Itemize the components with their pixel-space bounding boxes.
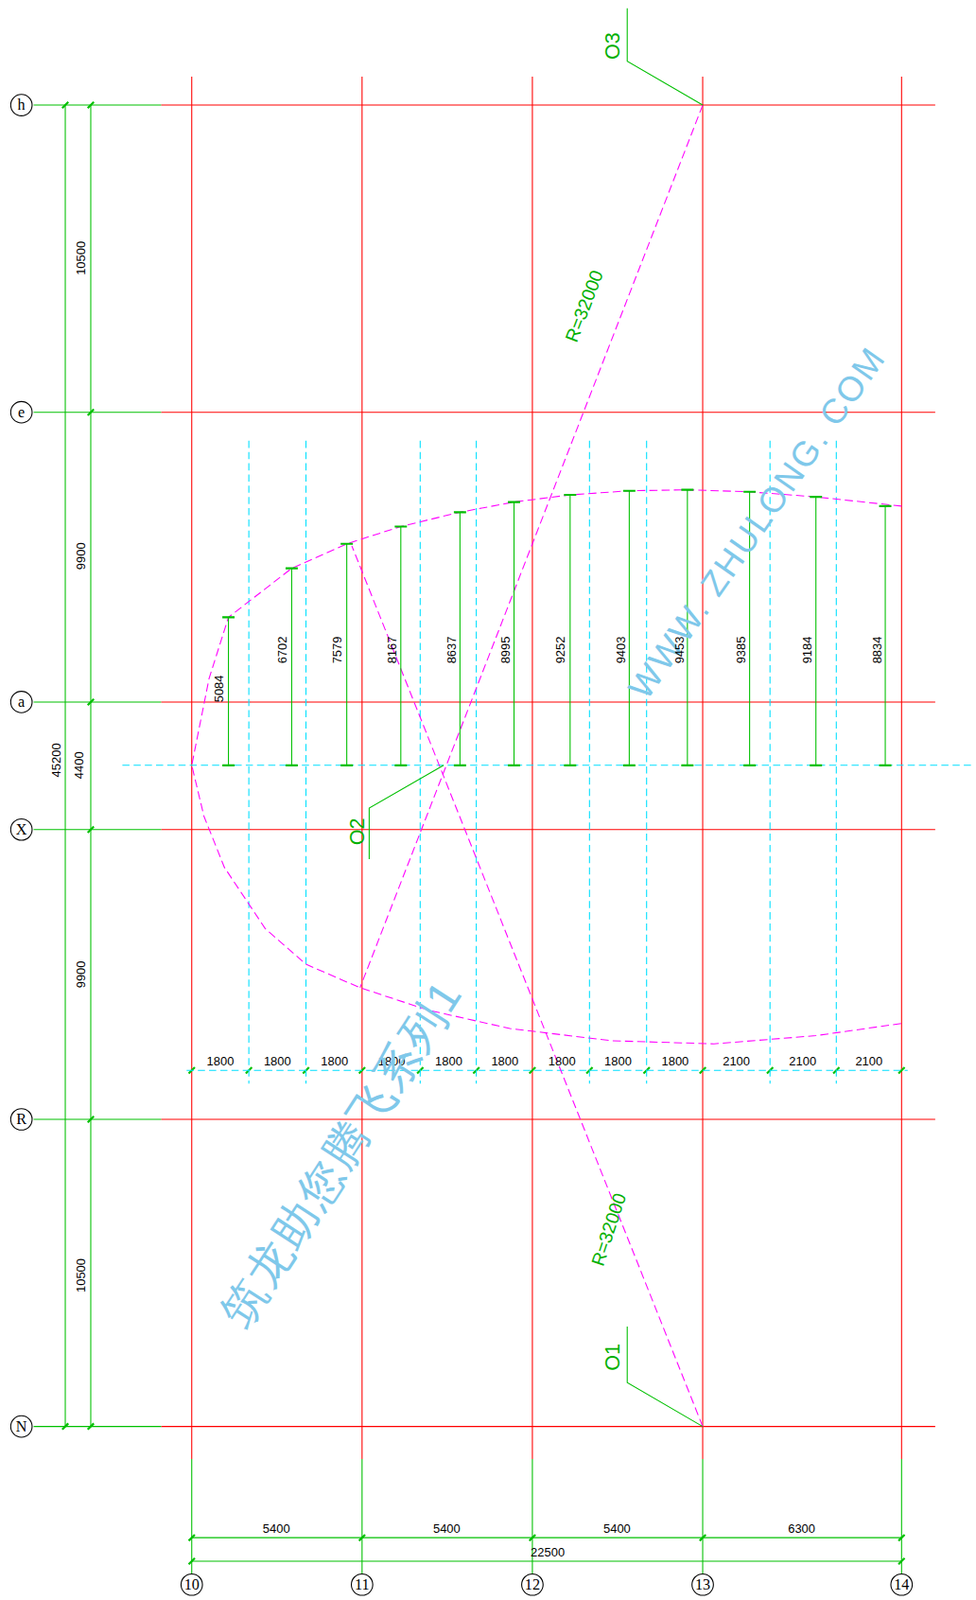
axis-bubble: N: [10, 1414, 34, 1438]
axis-label: N: [16, 1418, 28, 1434]
axis-bubble: 14: [889, 1572, 913, 1596]
dimension-ticks: [62, 102, 906, 1564]
auxiliary-lines: [122, 440, 974, 1083]
axis-label: 14: [893, 1576, 909, 1592]
axis-lines: [160, 76, 936, 1459]
ordinate-dimension: 9453: [673, 636, 686, 664]
point-label: O2: [347, 818, 368, 846]
axis-label: 10: [184, 1576, 200, 1592]
watermark: 筑龙助您腾飞系列1: [213, 971, 471, 1334]
axis-bubble: 10: [180, 1572, 204, 1596]
ordinate-dimension: 8167: [386, 636, 400, 664]
ordinate-dimension: 8637: [445, 636, 458, 664]
dimension: 1800: [662, 1054, 690, 1067]
ordinate-dimension: 9385: [735, 636, 749, 664]
ordinate-dimension: 5084: [212, 675, 226, 703]
axis-bubble: e: [10, 400, 34, 424]
radius-label: R=32000: [588, 1190, 629, 1268]
dimension: 9900: [74, 959, 88, 988]
dimension: 4400: [73, 750, 87, 779]
axis-label: 12: [524, 1576, 541, 1592]
axis-bubble: R: [10, 1107, 34, 1131]
axis-label: e: [17, 404, 25, 420]
axis-label: h: [17, 97, 26, 113]
dimension: 1800: [320, 1054, 349, 1067]
ordinate-dimension: 8834: [871, 636, 884, 664]
axis-label: 11: [354, 1576, 370, 1592]
dimension: 2100: [722, 1054, 750, 1067]
point-label: O3: [601, 32, 623, 60]
dimension: 5400: [433, 1521, 461, 1534]
ordinate-dimension: 9184: [801, 636, 815, 664]
axis-label: R: [16, 1111, 27, 1127]
dimension: 22500: [530, 1545, 565, 1558]
dimension: 6300: [787, 1521, 816, 1534]
dimension: 9900: [74, 541, 88, 570]
axis-bubble: X: [10, 818, 34, 841]
dimension: 2100: [788, 1054, 817, 1067]
point-label: O1: [601, 1342, 623, 1371]
extension-lines: [34, 104, 903, 1573]
dimension: 2100: [854, 1054, 883, 1067]
axis-label: 13: [695, 1576, 711, 1592]
ordinate-dimension: 8995: [499, 636, 512, 664]
axis-bubble: 13: [691, 1572, 715, 1596]
axis-bubble: a: [10, 690, 34, 714]
axis-label: X: [16, 821, 28, 837]
axis-label: a: [17, 694, 25, 710]
ordinate-dimension: 7579: [331, 636, 344, 664]
dimension: 1800: [490, 1054, 519, 1067]
dimension: 5400: [603, 1521, 631, 1534]
dimension: 10500: [74, 1257, 88, 1292]
dimension: 1800: [548, 1054, 576, 1067]
dimension: 45200: [50, 742, 63, 777]
curve-outline: [191, 104, 903, 1427]
dimension: 5400: [262, 1521, 291, 1534]
axis-bubble: 12: [521, 1572, 544, 1596]
dimension: 10500: [74, 241, 88, 276]
dimension: 1800: [207, 1054, 235, 1067]
axis-bubble: h: [10, 93, 34, 117]
axis-bubble: 11: [350, 1572, 374, 1596]
radius-label: R=32000: [562, 267, 608, 345]
dimension: 1800: [263, 1054, 292, 1067]
ordinate-dimension: 9403: [614, 636, 628, 664]
ordinate-dimension: 9252: [555, 636, 568, 664]
dimension: 1800: [604, 1054, 632, 1067]
ordinate-dimension: 6702: [276, 636, 289, 664]
dimension: 1800: [435, 1054, 463, 1067]
watermark: WWW. ZHULONG. COM: [622, 340, 892, 705]
